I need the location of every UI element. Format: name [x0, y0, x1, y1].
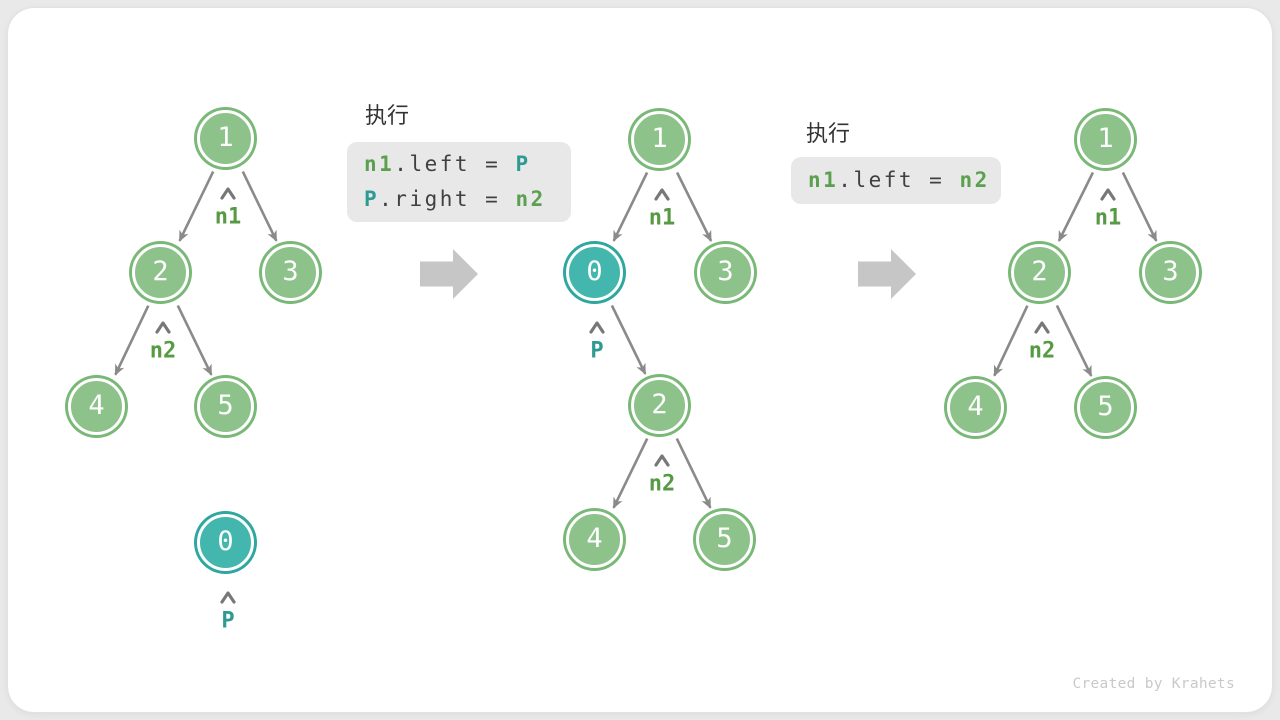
code-token: .left =: [838, 168, 960, 192]
tree-node-0: 0: [197, 514, 254, 571]
code-line: P.right = n2: [364, 182, 554, 217]
tree-node-3: 3: [1142, 244, 1199, 301]
tree-node-2: 2: [1011, 244, 1068, 301]
code-token: P: [364, 187, 380, 211]
code-token: .left =: [394, 152, 516, 176]
code-line: n1.left = n2: [808, 163, 987, 198]
code-token: n2: [515, 187, 546, 211]
tree-edges: [114, 171, 1158, 509]
tree-edge: [178, 171, 215, 242]
pointer-label-P: P: [590, 338, 604, 364]
tree-node-0: 0: [566, 244, 623, 301]
tree-edge: [675, 171, 713, 242]
pointer-caret-icon: [589, 321, 605, 334]
tree-node-4: 4: [68, 378, 125, 435]
tree-node-5: 5: [1077, 379, 1134, 436]
step-transition-arrows: [420, 249, 916, 299]
tree-edge: [1055, 304, 1093, 377]
tree-node-4: 4: [947, 379, 1004, 436]
exec-label: 执行: [365, 103, 410, 128]
code-token: P: [515, 152, 531, 176]
code-token: n1: [808, 168, 839, 192]
pointer-caret-icon: [654, 454, 670, 467]
watermark-credit: Created by Krahets: [1072, 676, 1235, 692]
tree-edge: [675, 438, 712, 509]
pointer-caret-icon: [220, 591, 236, 604]
code-token: n1: [364, 152, 395, 176]
right-arrow-icon: [420, 249, 478, 299]
tree-edge: [241, 171, 278, 242]
pointer-label-P: P: [221, 608, 235, 634]
tree-edge: [114, 305, 150, 376]
pointer-label-n1: n1: [214, 204, 242, 230]
pointer-caret-icon: [1034, 321, 1050, 334]
tree-node-2: 2: [631, 377, 688, 434]
tree-edge: [993, 305, 1029, 377]
pointer-label-n1: n1: [648, 205, 676, 231]
pointer-label-n2: n2: [648, 471, 676, 497]
tree-edge: [612, 171, 649, 242]
pointer-caret-icon: [654, 188, 670, 201]
code-token: .right =: [379, 187, 516, 211]
tree-edge: [1121, 171, 1158, 242]
tree-node-3: 3: [262, 244, 319, 301]
pointer-caret-icon: [1100, 188, 1116, 201]
pointer-label-n2: n2: [149, 338, 177, 364]
pointer-caret-icon: [155, 321, 171, 334]
tree-edge: [610, 304, 647, 375]
tree-node-2: 2: [132, 244, 189, 301]
tree-node-4: 4: [566, 511, 623, 568]
code-token: n2: [959, 168, 990, 192]
tree-edge: [176, 305, 213, 376]
tree-node-3: 3: [697, 244, 754, 301]
tree-node-1: 1: [1077, 111, 1134, 168]
code-box: n1.left = n2: [791, 157, 1001, 204]
pointer-carets: [155, 187, 1116, 604]
pointer-label-n1: n1: [1094, 205, 1122, 231]
exec-label: 执行: [806, 121, 851, 146]
tree-node-5: 5: [197, 378, 254, 435]
right-arrow-icon: [858, 249, 916, 299]
tree-edge: [612, 438, 649, 509]
pointer-caret-icon: [220, 187, 236, 200]
tree-edge: [1057, 171, 1095, 242]
pointer-label-n2: n2: [1028, 338, 1056, 364]
code-line: n1.left = P: [364, 147, 554, 182]
tree-node-1: 1: [197, 110, 254, 167]
tree-node-5: 5: [696, 511, 753, 568]
tree-node-1: 1: [631, 111, 688, 168]
